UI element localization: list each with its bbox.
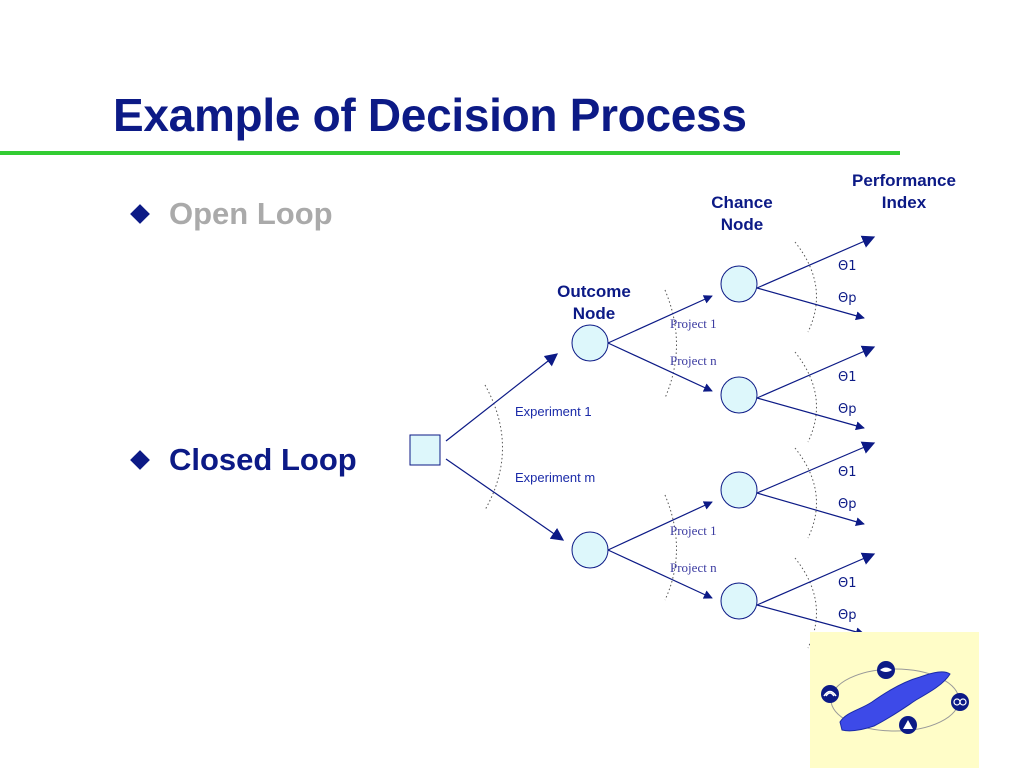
outcome-arrow (756, 552, 876, 606)
outcome-arrow (756, 235, 876, 289)
project-label: Project n (670, 353, 717, 368)
outcome-arrow (756, 441, 876, 494)
lake-erie-logo-icon (821, 661, 969, 734)
bullet-open-loop-label: Open Loop (169, 196, 333, 231)
performance-index-header-line1: Performance (852, 171, 956, 190)
experiment-1-arrow (445, 353, 559, 442)
theta-label: Θp (838, 291, 856, 306)
bullet-closed-loop[interactable]: Closed Loop (130, 442, 357, 478)
theta-label: Θp (838, 402, 856, 417)
chance-node (720, 265, 758, 303)
theta-label: Θp (838, 608, 856, 623)
outcome-node-header-line2: Node (573, 304, 616, 323)
project-arc (664, 289, 677, 399)
project-arrow (607, 295, 713, 344)
chance-node (720, 471, 758, 509)
project-arrow (607, 501, 713, 551)
chance-node (720, 582, 758, 620)
logo-panel (810, 632, 979, 768)
outcome-arrow (756, 604, 865, 637)
title-rule (0, 151, 900, 155)
project-label: Project n (670, 560, 717, 575)
bullet-open-loop[interactable]: Open Loop (130, 196, 333, 232)
project-label: Project 1 (670, 316, 717, 331)
performance-arc (794, 351, 817, 443)
bullet-closed-loop-label: Closed Loop (169, 442, 357, 477)
slide-title: Example of Decision Process (113, 89, 747, 141)
theta-label: Θ1 (838, 465, 857, 480)
theta-label: Θ1 (838, 370, 857, 385)
performance-index-header-line2: Index (882, 193, 927, 212)
outcome-node (571, 531, 609, 569)
decision-node (409, 434, 441, 466)
outcome-arrow (756, 287, 865, 321)
outcome-arrow (756, 397, 865, 431)
performance-arc (794, 241, 817, 333)
theta-label: Θ1 (838, 576, 857, 591)
project-arrow (607, 342, 713, 392)
experiment-label: Experiment m (515, 470, 595, 485)
chance-node-header-line1: Chance (711, 193, 772, 212)
project-arc (664, 494, 677, 601)
performance-arc (794, 447, 817, 539)
experiment-label: Experiment 1 (515, 404, 592, 419)
theta-label: Θ1 (838, 259, 857, 274)
chance-node (720, 376, 758, 414)
outcome-node (571, 324, 609, 362)
project-arrow (607, 549, 713, 599)
project-label: Project 1 (670, 523, 717, 538)
outcome-arrow (756, 492, 865, 527)
outcome-node-header-line1: Outcome (557, 282, 631, 301)
chance-node-header-line2: Node (721, 215, 764, 234)
theta-label: Θp (838, 497, 856, 512)
outcome-arrow (756, 345, 876, 399)
experiment-m-arrow (445, 458, 565, 541)
